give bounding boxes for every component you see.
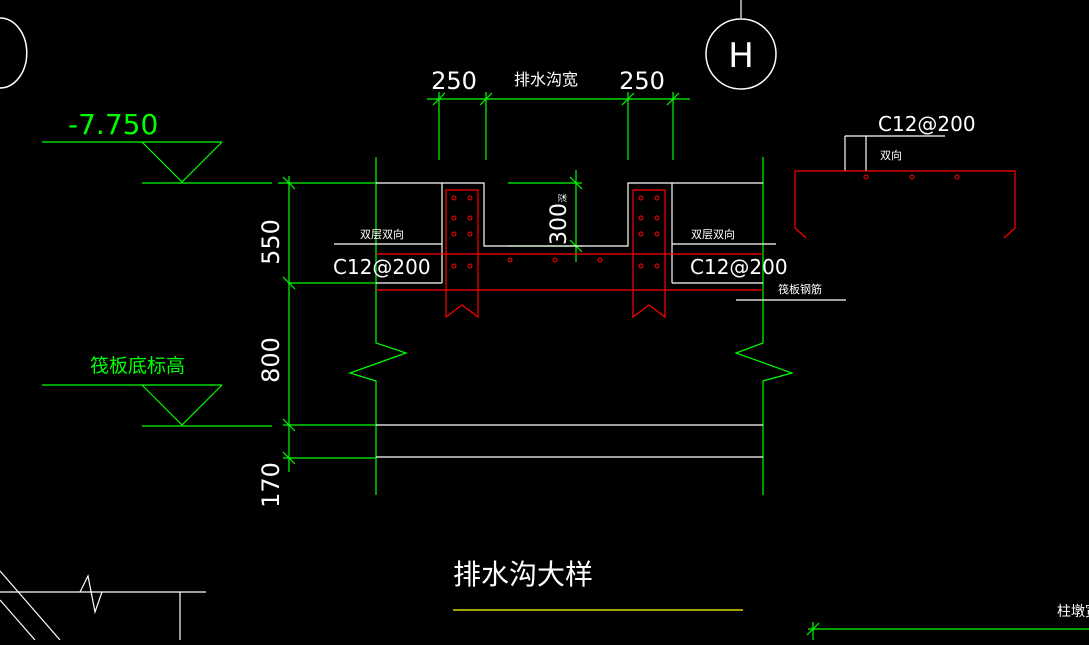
detail-spec: C12@200	[878, 112, 976, 136]
raft-bottom-label: 筏板底标高	[90, 355, 185, 377]
bottom-right-fragment: 柱墩宽度	[806, 603, 1089, 640]
top-dimension-chain	[427, 92, 690, 160]
note-right-double-layer: 双层双向	[691, 227, 735, 241]
dim-250-left: 250	[431, 67, 477, 95]
axis-bubble-H: H	[705, 0, 777, 90]
partial-axis-bubble	[0, 17, 28, 89]
vertical-dimension-chain	[278, 176, 376, 472]
rebar-dots	[451, 195, 660, 269]
dim-drain-width: 排水沟宽	[514, 70, 578, 89]
note-raft-rebar: 筏板钢筋	[778, 282, 822, 296]
note-right-spec: C12@200	[690, 255, 788, 279]
detail-two-way: 双向	[880, 148, 902, 162]
bottom-left-fragment	[0, 570, 206, 641]
dim-550: 550	[257, 219, 285, 265]
elevation-mark-raft-bottom: 筏板底标高	[42, 355, 272, 427]
note-left-double-layer: 双层双向	[360, 227, 404, 241]
edge-text-right: 柱墩宽度	[1057, 603, 1089, 620]
dim-300-note: 深	[558, 193, 569, 202]
trench-outline	[334, 182, 846, 458]
elevation-value: -7.750	[68, 108, 158, 141]
dim-170: 170	[257, 462, 285, 508]
trench-rebar	[376, 189, 763, 319]
elevation-mark-top: -7.750	[42, 108, 272, 184]
note-left-spec: C12@200	[333, 255, 431, 279]
drawing-title: 排水沟大样	[453, 558, 593, 591]
dim-800: 800	[257, 337, 285, 383]
rebar-detail-right: C12@200 双向	[794, 112, 1016, 239]
dim-250-right: 250	[619, 67, 665, 95]
section-boundaries	[348, 157, 794, 495]
dim-300: 300	[547, 203, 572, 245]
axis-bubble-label: H	[728, 36, 754, 76]
